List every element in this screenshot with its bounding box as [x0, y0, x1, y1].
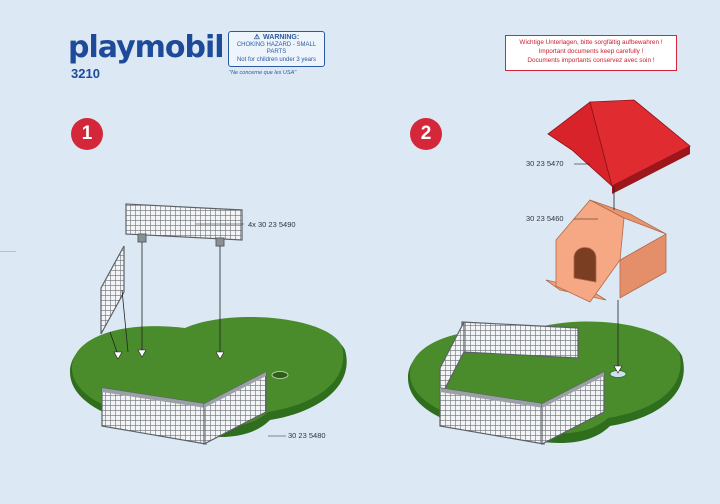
fence-panel-left: [100, 245, 125, 335]
assembly-lines-step-2: [613, 186, 619, 366]
fence-back-step-2: [461, 321, 579, 359]
label-fence-panels: 4x 30 23 5490: [248, 220, 296, 229]
step-1-illustration: [70, 203, 347, 445]
brand-logo: playmobil: [68, 30, 225, 65]
warning-title: WARNING:: [263, 34, 300, 41]
documents-note-line-3: Documents importants conservez avec soin…: [527, 57, 655, 64]
label-base-plate: 30 23 5480: [288, 431, 326, 440]
warning-triangle-icon: ⚠: [253, 34, 261, 41]
assembly-arrows-step-1: [113, 349, 225, 360]
fence-panel-top: [125, 203, 243, 247]
set-number: 3210: [71, 66, 100, 81]
warning-line-1: CHOKING HAZARD - SMALL PARTS: [236, 41, 317, 56]
documents-note-line-2: Important documents keep carefully !: [538, 48, 644, 55]
label-doghouse: 30 23 5460: [526, 214, 564, 223]
fence-front-step-2: [439, 387, 545, 445]
label-roof: 30 23 5470: [526, 159, 564, 168]
fence-right-step-2: [541, 371, 605, 445]
doghouse-roof: [547, 99, 691, 194]
warning-title-row: ⚠WARNING:: [229, 34, 324, 42]
fence-base-front: [101, 387, 207, 445]
assembly-lines-step-1: [109, 242, 221, 356]
usa-note: "Ne concerne que les USA": [229, 70, 297, 76]
fold-mark: [0, 251, 16, 252]
warning-box: ⚠WARNING: CHOKING HAZARD - SMALL PARTS N…: [228, 31, 325, 67]
assembly-arrows-step-2: [613, 365, 623, 374]
warning-line-2: Not for children under 3 years: [236, 56, 317, 63]
step-2-illustration: [408, 99, 691, 445]
step-2-badge: 2: [410, 118, 442, 150]
documents-note: Wichtige Unterlagen, bitte sorgfältig au…: [505, 35, 677, 71]
base-hole-step-1: [271, 371, 289, 379]
doghouse: [545, 199, 667, 303]
step-1-badge: 1: [71, 118, 103, 150]
documents-note-line-1: Wichtige Unterlagen, bitte sorgfältig au…: [519, 39, 663, 46]
fence-base-right: [203, 371, 267, 445]
